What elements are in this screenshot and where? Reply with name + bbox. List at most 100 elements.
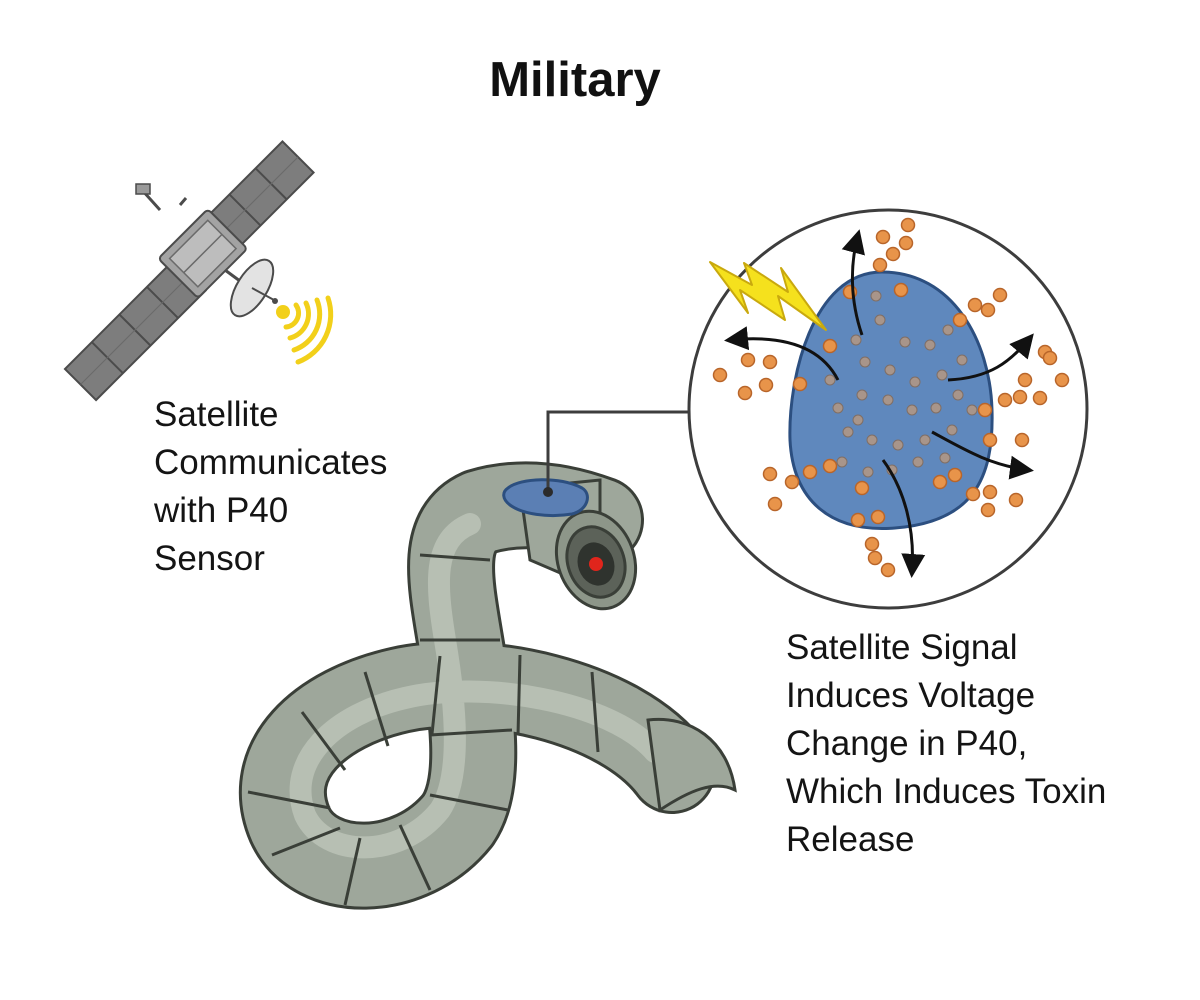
inner-particle <box>866 434 878 446</box>
toxin-particle <box>947 467 963 483</box>
toxin-particle <box>1008 492 1024 508</box>
inner-particle <box>892 439 904 451</box>
inner-particle <box>874 314 886 326</box>
satellite-caption-line: Satellite <box>154 395 279 434</box>
toxin-particle <box>880 562 896 578</box>
inner-particle <box>924 339 936 351</box>
signal-waves-icon <box>276 295 334 365</box>
inner-particle <box>919 434 931 446</box>
release-arrows <box>724 229 1034 578</box>
signal-caption: Satellite Signal Induces Voltage Change … <box>786 624 1106 864</box>
worm-icon <box>238 461 737 910</box>
p40-sensor-icon <box>502 478 603 571</box>
toxin-particle <box>792 376 808 392</box>
satellite-caption-line: Sensor <box>154 539 265 578</box>
toxin-particle <box>967 297 983 313</box>
toxin-particle <box>712 367 728 383</box>
toxin-particle <box>982 432 998 448</box>
toxin-particle <box>854 480 870 496</box>
toxin-particle <box>850 512 866 528</box>
toxin-particle <box>802 464 818 480</box>
toxin-particle <box>965 486 981 502</box>
toxin-particle <box>737 385 753 401</box>
satellite-icon <box>63 139 316 402</box>
toxin-particle <box>997 392 1013 408</box>
toxin-particle <box>1054 372 1070 388</box>
toxin-particle <box>872 257 888 273</box>
satellite-body <box>158 209 247 298</box>
signal-caption-line: Change in P40, <box>786 724 1028 763</box>
toxin-particle <box>1042 350 1058 366</box>
satellite-caption-line: with P40 <box>154 491 289 530</box>
signal-caption-line: Release <box>786 820 915 859</box>
inner-particle <box>966 404 978 416</box>
toxin-particle <box>762 466 778 482</box>
toxin-particle <box>1017 372 1033 388</box>
toxin-particle <box>822 458 838 474</box>
satellite-caption: Satellite Communicates with P40 Sensor <box>154 391 387 583</box>
toxin-particle <box>952 312 968 328</box>
satellite-dish <box>224 258 278 318</box>
inner-particle <box>836 456 848 468</box>
toxin-particle <box>980 502 996 518</box>
signal-caption-line: Induces Voltage <box>786 676 1036 715</box>
toxin-particle <box>900 217 916 233</box>
inner-particle <box>899 336 911 348</box>
toxin-particle <box>980 302 996 318</box>
satellite-antenna <box>135 183 188 212</box>
inner-particle <box>856 389 868 401</box>
inner-particle <box>852 414 864 426</box>
toxin-particle <box>864 536 880 552</box>
inner-particle <box>832 402 844 414</box>
inner-particle <box>882 394 894 406</box>
lightning-bolt-icon <box>709 261 827 331</box>
inner-particle <box>912 456 924 468</box>
inner-particle <box>909 376 921 388</box>
toxin-particles <box>712 217 1070 578</box>
toxin-particle <box>822 338 838 354</box>
toxin-particle <box>762 354 778 370</box>
inner-particle <box>850 334 862 346</box>
toxin-particle <box>1012 389 1028 405</box>
inner-particle <box>942 324 954 336</box>
toxin-particle <box>885 246 901 262</box>
inner-particle <box>956 354 968 366</box>
inner-particle <box>946 424 958 436</box>
toxin-particle <box>898 235 914 251</box>
inner-particle <box>906 404 918 416</box>
page-title: Military <box>489 53 661 107</box>
toxin-particle <box>1014 432 1030 448</box>
toxin-particle <box>870 509 886 525</box>
toxin-particle <box>740 352 756 368</box>
satellite-caption-line: Communicates <box>154 443 388 482</box>
toxin-particle <box>932 474 948 490</box>
inner-particle <box>824 374 836 386</box>
inner-particle <box>952 389 964 401</box>
signal-caption-line: Satellite Signal <box>786 628 1018 667</box>
inner-particle <box>939 452 951 464</box>
toxin-particle <box>992 287 1008 303</box>
toxin-particle <box>982 484 998 500</box>
toxin-particle <box>784 474 800 490</box>
inner-particle <box>859 356 871 368</box>
inner-particles <box>824 290 978 478</box>
toxin-particle <box>977 402 993 418</box>
inner-particle <box>884 364 896 376</box>
inner-particle <box>862 466 874 478</box>
inner-particle <box>930 402 942 414</box>
toxin-particle <box>767 496 783 512</box>
toxin-particle <box>893 282 909 298</box>
zoom-connector <box>543 410 688 497</box>
toxin-particle <box>1032 390 1048 406</box>
toxin-particle <box>758 377 774 393</box>
toxin-particle <box>875 229 891 245</box>
inner-particle <box>870 290 882 302</box>
toxin-particle <box>867 550 883 566</box>
sensor-light <box>589 557 603 571</box>
worm-segments <box>247 553 600 906</box>
inner-particle <box>936 369 948 381</box>
signal-caption-line: Which Induces Toxin <box>786 772 1107 811</box>
inner-particle <box>842 426 854 438</box>
